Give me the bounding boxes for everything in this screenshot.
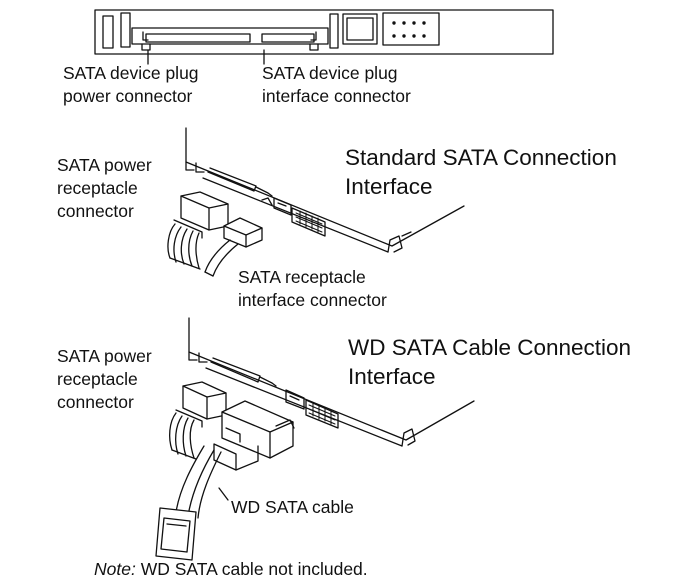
note-text: WD SATA cable not included. (135, 559, 368, 579)
label-wd-power-receptacle: SATA power receptacle connector (57, 345, 152, 414)
label-line: SATA device plug (262, 63, 398, 83)
drive-wd (189, 318, 474, 446)
power-receptacle-wd (170, 382, 226, 459)
power-receptacle-standard (168, 192, 228, 269)
label-line: receptacle (57, 178, 138, 198)
label-line: connector (57, 392, 134, 412)
title-line: Interface (348, 364, 436, 389)
label-line: SATA receptacle (238, 267, 366, 287)
title-standard: Standard SATA Connection Interface (345, 143, 617, 201)
label-line: SATA power (57, 346, 152, 366)
label-line: power connector (63, 86, 193, 106)
label-line: SATA device plug (63, 63, 199, 83)
drive-standard (186, 128, 464, 252)
wd-sata-cable (156, 401, 294, 560)
title-line: Interface (345, 174, 433, 199)
jumper-pins-wd (306, 400, 338, 428)
note: Note: WD SATA cable not included. (94, 558, 368, 580)
note-prefix: Note: (94, 559, 136, 579)
top-interface-plug (262, 34, 314, 42)
label-line: SATA power (57, 155, 152, 175)
label-top-interface-connector: SATA device plug interface connector (262, 62, 411, 108)
label-line: interface connector (238, 290, 387, 310)
jumper-block (383, 13, 439, 45)
label-line: connector (57, 201, 134, 221)
label-top-power-connector: SATA device plug power connector (63, 62, 199, 108)
label-line: WD SATA cable (231, 497, 354, 517)
label-line: interface connector (262, 86, 411, 106)
label-standard-power-receptacle: SATA power receptacle connector (57, 154, 152, 223)
label-standard-interface-receptacle: SATA receptacle interface connector (238, 266, 387, 312)
jumper-pins-standard (292, 208, 325, 236)
title-wd: WD SATA Cable Connection Interface (348, 333, 631, 391)
title-line: Standard SATA Connection (345, 145, 617, 170)
label-wd-sata-cable: WD SATA cable (231, 496, 354, 519)
top-power-plug (146, 34, 250, 42)
label-line: receptacle (57, 369, 138, 389)
title-line: WD SATA Cable Connection (348, 335, 632, 360)
interface-receptacle-standard (205, 218, 262, 276)
drive-back-panel (95, 10, 553, 64)
